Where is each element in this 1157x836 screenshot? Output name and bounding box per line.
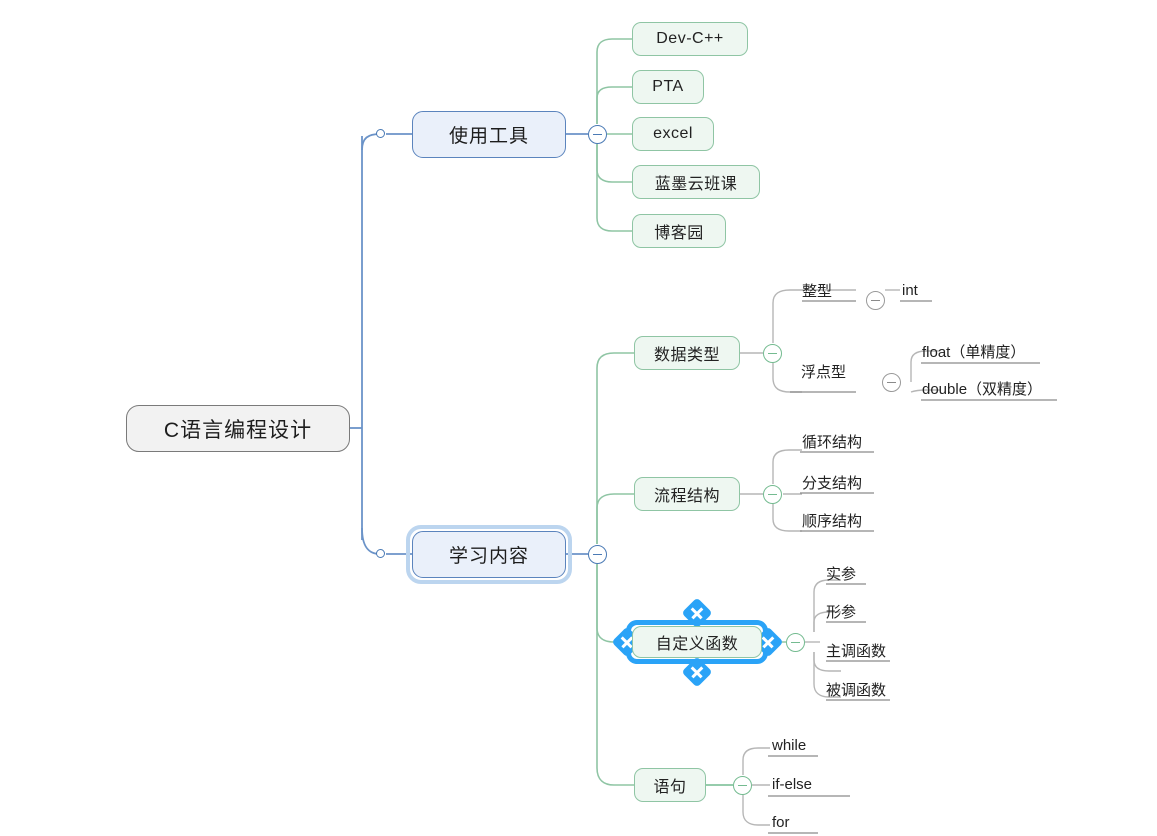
leaf-node-devcpp[interactable]: Dev-C++: [632, 22, 748, 56]
node-label: 实参: [826, 565, 857, 583]
node-label: float（单精度）: [922, 343, 1026, 361]
collapse-toggle-content[interactable]: [588, 545, 607, 564]
junction-dot-content: [376, 549, 385, 558]
hover-halo-content: [406, 525, 572, 584]
node-label: 流程结构: [653, 488, 720, 505]
node-label: if-else: [772, 775, 813, 793]
leaf-label: 蓝墨云班课: [654, 176, 738, 193]
node-statements[interactable]: 语句: [634, 768, 706, 802]
node-integer-type[interactable]: 整型: [802, 280, 858, 300]
node-label: while: [772, 736, 807, 754]
node-label: 循环结构: [802, 433, 863, 451]
node-branch-structure[interactable]: 分支结构: [802, 472, 876, 492]
node-data-types[interactable]: 数据类型: [634, 336, 740, 370]
leaf-label: Dev-C++: [656, 30, 724, 47]
node-flow-structure[interactable]: 流程结构: [634, 477, 740, 511]
node-label: 数据类型: [653, 347, 720, 364]
node-label: 形参: [826, 603, 857, 621]
node-formal-parameter[interactable]: 形参: [826, 601, 872, 621]
branch-node-tools[interactable]: 使用工具: [412, 111, 566, 158]
collapse-toggle-custom-function[interactable]: [786, 633, 805, 652]
node-custom-function[interactable]: 自定义函数: [632, 626, 762, 658]
root-label: C语言编程设计: [163, 418, 313, 442]
node-label: 分支结构: [802, 474, 863, 492]
collapse-toggle-float-type[interactable]: [882, 373, 901, 392]
collapse-toggle-statements[interactable]: [733, 776, 752, 795]
leaf-node-cnblogs[interactable]: 博客园: [632, 214, 726, 248]
node-sequence-structure[interactable]: 顺序结构: [802, 510, 876, 530]
leaf-node-pta[interactable]: PTA: [632, 70, 704, 104]
collapse-toggle-flow-structure[interactable]: [763, 485, 782, 504]
junction-dot-tools: [376, 129, 385, 138]
leaf-label: excel: [653, 125, 693, 142]
node-if-else[interactable]: if-else: [772, 774, 832, 794]
node-label: for: [772, 813, 790, 831]
leaf-node-lanmo[interactable]: 蓝墨云班课: [632, 165, 760, 199]
node-while[interactable]: while: [772, 735, 822, 755]
leaf-label: PTA: [652, 78, 684, 95]
leaf-label: 博客园: [654, 225, 704, 242]
node-label: double（双精度）: [922, 380, 1043, 398]
node-label: 语句: [653, 779, 687, 796]
node-called-function[interactable]: 被调函数: [826, 679, 896, 699]
branch-node-content[interactable]: 学习内容: [412, 531, 566, 578]
node-loop-structure[interactable]: 循环结构: [802, 431, 876, 451]
node-label: 整型: [802, 282, 833, 300]
node-calling-function[interactable]: 主调函数: [826, 640, 896, 660]
collapse-toggle-data-types[interactable]: [763, 344, 782, 363]
node-label: 主调函数: [826, 642, 887, 660]
branch-label-content: 学习内容: [448, 546, 529, 567]
collapse-toggle-integer[interactable]: [866, 291, 885, 310]
collapse-toggle-tools[interactable]: [588, 125, 607, 144]
node-label: int: [902, 281, 918, 299]
root-node[interactable]: C语言编程设计: [126, 405, 350, 452]
node-label: 浮点型: [801, 363, 847, 381]
node-float[interactable]: float（单精度）: [922, 341, 1042, 361]
node-actual-parameter[interactable]: 实参: [826, 563, 872, 583]
node-float-type[interactable]: 浮点型: [801, 361, 861, 381]
branch-label-tools: 使用工具: [448, 126, 529, 147]
node-label: 被调函数: [826, 681, 887, 699]
leaf-node-excel[interactable]: excel: [632, 117, 714, 151]
node-double[interactable]: double（双精度）: [922, 378, 1062, 398]
node-label: 自定义函数: [655, 636, 739, 653]
node-int[interactable]: int: [902, 280, 942, 300]
node-label: 顺序结构: [802, 512, 863, 530]
node-for[interactable]: for: [772, 812, 812, 832]
